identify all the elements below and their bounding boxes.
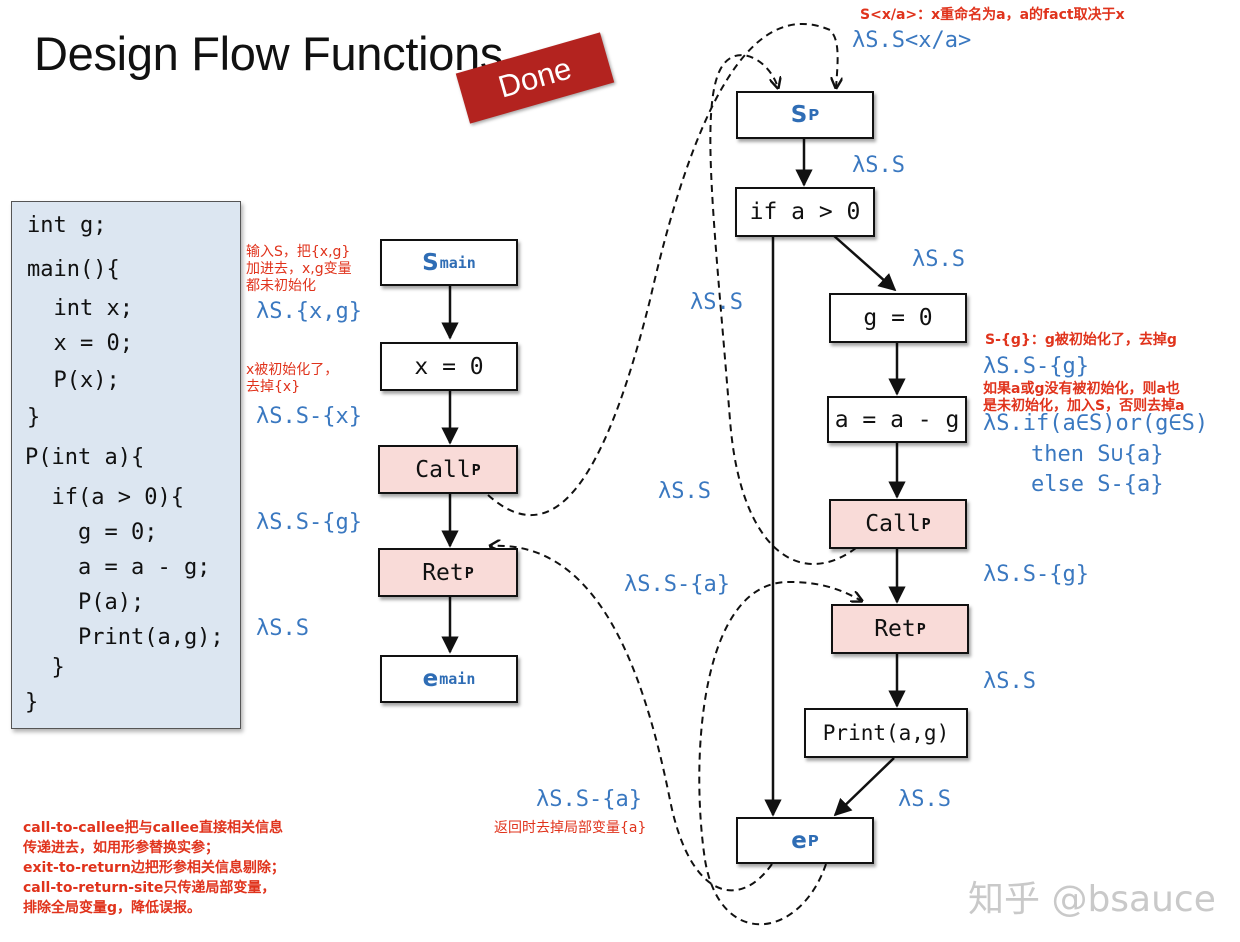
lambda-a-out-3: else S-{a}: [1031, 472, 1164, 497]
lambda-ret-p-out: λS.S: [983, 669, 1036, 694]
lambda-sp-out: λS.S: [852, 153, 905, 178]
code-line: if(a > 0){: [25, 485, 184, 510]
lambda-x-out: λS.S-{x}: [256, 404, 362, 429]
note-x-initialized: x被初始化了， 去掉{x}: [246, 362, 338, 396]
note-line: 输入S，把{x,g}: [246, 244, 351, 260]
node-a-assign[interactable]: a = a - g: [827, 396, 967, 443]
note-line: 如果a或g没有被初始化，则a也: [983, 381, 1180, 397]
node-s-main-sub: main: [439, 253, 476, 272]
dashed-ep-to-ret-p: [698, 580, 862, 926]
lambda-call-to-sp: λS.S<x/a>: [852, 28, 972, 53]
node-ret-main-base: Ret: [422, 559, 464, 586]
node-if[interactable]: if a > 0: [735, 187, 875, 237]
node-x-assign[interactable]: x = 0: [380, 342, 518, 391]
node-call-p-base: Call: [865, 511, 921, 537]
node-call-p-sub: P: [921, 515, 931, 533]
code-line: main(){: [27, 257, 120, 282]
node-e-p-base: e: [791, 827, 807, 854]
code-line: Print(a,g);: [25, 625, 224, 650]
code-line: P(a);: [25, 590, 145, 615]
lambda-s-main-out: λS.{x,g}: [256, 299, 362, 324]
watermark: 知乎 @bsauce: [968, 879, 1216, 920]
code-line: }: [25, 690, 39, 715]
dashed-call-p-to-sp: [709, 54, 857, 565]
node-s-main-base: S: [422, 249, 439, 276]
lambda-if-true: λS.S: [912, 247, 965, 272]
node-ret-p-sub: P: [916, 620, 926, 638]
lambda-ep-to-ret-main: λS.S-{a}: [536, 787, 642, 812]
note-line: 都未初始化: [246, 278, 316, 294]
bottom-note-line: 传递进去，如用形参替换实参；: [23, 840, 219, 856]
code-line: g = 0;: [25, 520, 158, 545]
note-g-init: S-{g}：g被初始化了，去掉g: [985, 332, 1177, 348]
code-line: int x;: [27, 296, 133, 321]
lambda-call-ret-p: λS.S-{g}: [983, 562, 1089, 587]
bottom-note: call-to-callee把与callee直接相关信息 传递进去，如用形参替换…: [23, 818, 353, 918]
bottom-note-line: call-to-callee把与callee直接相关信息: [23, 820, 283, 836]
code-panel: int g; main(){ int x; x = 0; P(x); } P(i…: [11, 201, 241, 729]
dashed-ep-to-ret-main: [490, 546, 773, 892]
code-line: int g;: [27, 213, 107, 238]
note-a-uninit: 如果a或g没有被初始化，则a也 是未初始化，加入S，否则去掉a: [983, 381, 1185, 415]
lambda-ret-main-out: λS.S: [256, 616, 309, 641]
code-line: x = 0;: [27, 331, 133, 356]
node-print[interactable]: Print(a,g): [804, 708, 968, 758]
bottom-note-line: exit-to-return边把形参相关信息剔除；: [23, 860, 285, 876]
node-e-main-base: e: [422, 666, 439, 692]
note-input-s: 输入S，把{x,g} 加进去，x,g变量 都未初始化: [246, 244, 352, 295]
node-e-p-sub: P: [807, 831, 819, 850]
code-line: P(int a){: [25, 445, 145, 470]
bottom-note-line: 排除全局变量g，降低误报。: [23, 900, 202, 916]
edge-if-g: [832, 234, 897, 292]
lambda-ep-to-ret-p: λS.S-{a}: [624, 572, 730, 597]
note-line: 是未初始化，加入S，否则去掉a: [983, 398, 1185, 414]
bottom-note-line: call-to-return-site只传递局部变量，: [23, 880, 276, 896]
code-line: P(x);: [27, 368, 120, 393]
node-call-main-base: Call: [415, 456, 471, 483]
code-line: a = a - g;: [25, 555, 211, 580]
page-title: Design Flow Functions: [34, 27, 504, 80]
lambda-if-false: λS.S: [690, 290, 743, 315]
note-line: x被初始化了，: [246, 362, 339, 378]
lambda-call-ret-main: λS.S-{g}: [256, 510, 362, 535]
note-line: 去掉{x}: [246, 379, 301, 395]
node-s-p-base: S: [790, 102, 808, 128]
lambda-g-out: λS.S-{g}: [983, 354, 1089, 379]
lambda-a-out-1: λS.if(a∈S)or(g∈S): [983, 411, 1209, 436]
lambda-print-out: λS.S: [898, 787, 951, 812]
node-e-main-sub: main: [439, 670, 476, 688]
note-line: 加进去，x,g变量: [246, 261, 352, 277]
note-rename: S<x/a>：x重命名为a，a的fact取决于x: [860, 7, 1125, 23]
lambda-left-middle: λS.S: [658, 479, 711, 504]
edge-print-ep: [833, 757, 895, 817]
lambda-a-out-2: then S∪{a}: [1031, 442, 1164, 467]
code-line: }: [25, 655, 65, 680]
dashed-call-main-to-sp: [487, 22, 838, 517]
node-call-main-sub: P: [471, 460, 481, 479]
note-return-local: 返回时去掉局部变量{a}: [494, 820, 647, 836]
code-line: }: [27, 405, 41, 430]
node-ret-main-sub: P: [464, 563, 474, 582]
node-g-assign[interactable]: g = 0: [829, 293, 967, 343]
node-ret-p-base: Ret: [874, 616, 916, 642]
node-s-p-sub: P: [808, 106, 820, 124]
